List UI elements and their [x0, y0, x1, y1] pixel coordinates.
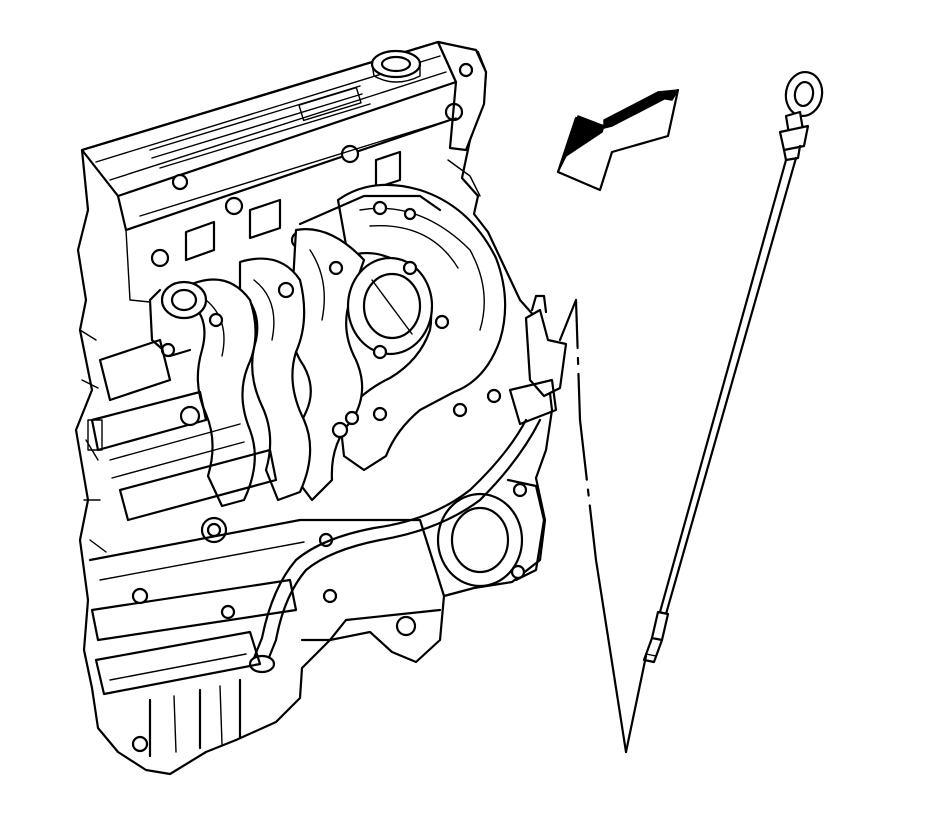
throttle-body	[328, 256, 450, 360]
sensor-connector	[452, 294, 568, 426]
engine-block	[79, 329, 446, 758]
vent-hose	[248, 418, 542, 674]
dipstick-icon	[642, 71, 824, 664]
dashed-leader-line	[558, 298, 648, 754]
fuel-rail	[90, 338, 278, 522]
thermostat-housing	[148, 280, 295, 358]
arrow-left-icon	[556, 88, 680, 192]
intake-manifold	[190, 183, 507, 508]
camshaft-end-plate	[436, 40, 488, 197]
oil-filler-cap	[370, 49, 422, 83]
crankshaft-pulley	[436, 478, 546, 588]
engine-assembly	[74, 40, 568, 776]
